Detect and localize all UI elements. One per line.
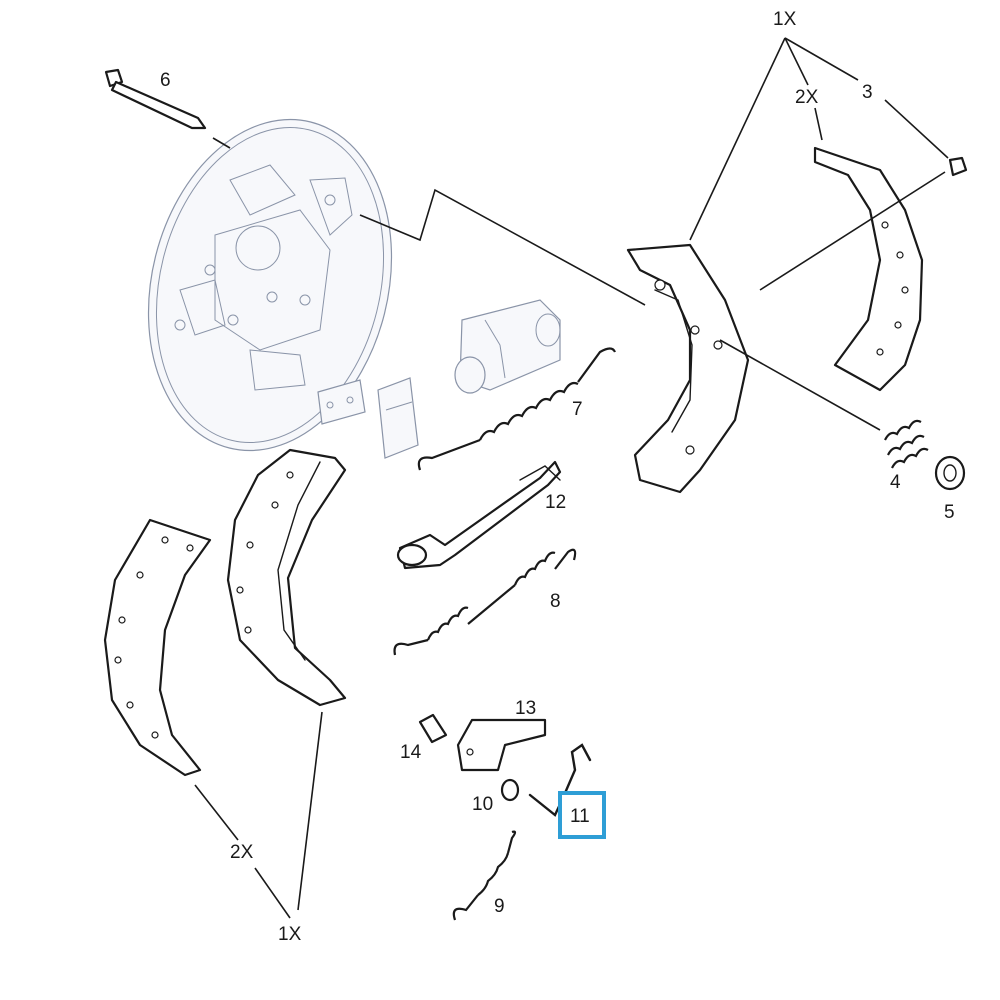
label-2x-bottom: 2X (230, 842, 254, 863)
label-part-12: 12 (545, 492, 566, 513)
washer-part-10 (500, 778, 520, 802)
return-spring-part-8 (393, 548, 577, 656)
label-part-4: 4 (890, 472, 901, 493)
label-1x-bottom: 1X (278, 924, 302, 945)
bolt-part-6 (104, 68, 207, 130)
label-part-8: 8 (550, 591, 561, 612)
adjuster-strut-part-12 (396, 460, 562, 570)
part-labels: 1X 2X 3 4 5 6 7 8 9 10 11 12 13 14 2X 1X (160, 9, 955, 945)
brake-lining-lower (103, 518, 212, 777)
label-1x-top: 1X (773, 9, 797, 30)
hold-down-spring-part-4 (884, 419, 929, 469)
wheel-cylinder (454, 299, 561, 394)
leader-lines (194, 37, 949, 919)
label-part-5: 5 (944, 502, 955, 523)
clip-part-11 (528, 743, 592, 817)
return-spring-part-7 (417, 347, 617, 471)
label-part-14: 14 (400, 742, 422, 763)
backing-plate (147, 118, 393, 452)
brake-shoe-lower (226, 448, 347, 707)
label-part-9: 9 (494, 896, 505, 917)
brake-lining-upper (813, 146, 924, 392)
label-part-3: 3 (862, 82, 873, 103)
label-part-7: 7 (572, 399, 583, 420)
part-11-highlight-box[interactable] (558, 791, 606, 839)
label-part-10: 10 (472, 794, 493, 815)
screw-part-3 (948, 156, 968, 177)
adjuster-bracket-right (377, 377, 419, 459)
label-part-6: 6 (160, 70, 171, 91)
spring-cap-part-5 (934, 455, 966, 491)
spring-part-9 (452, 830, 517, 921)
lever-part-13 (456, 718, 547, 772)
label-2x-top: 2X (795, 87, 819, 108)
brake-shoe-upper (626, 243, 750, 494)
adjuster-bracket-left (317, 379, 366, 425)
pin-part-14 (418, 713, 448, 744)
label-part-11[interactable]: 11 (570, 806, 590, 827)
label-part-13: 13 (515, 698, 536, 719)
